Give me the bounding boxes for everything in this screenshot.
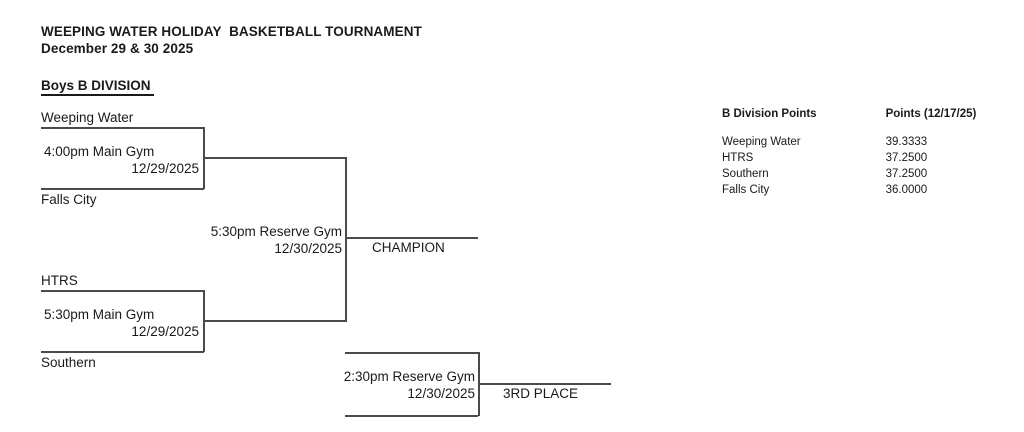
page-title: WEEPING WATER HOLIDAY BASKETBALL TOURNAM… (41, 24, 422, 39)
table-row: Southern 37.2500 (722, 168, 976, 184)
bracket-line-bottom-third-place (345, 415, 478, 417)
tournament-dates: December 29 & 30 2025 (41, 41, 194, 56)
points-row-team: HTRS (722, 152, 754, 164)
points-row-team: Falls City (722, 184, 770, 196)
game-date-third-place: 12/30/2025 (407, 386, 475, 401)
team-label-southern: Southern (41, 355, 96, 370)
points-row-value: 37.2500 (885, 168, 928, 180)
game-venue-third-place: 2:30pm Reserve Gym (343, 369, 475, 384)
team-label-falls-city: Falls City (41, 192, 97, 207)
points-table-header-row: B Division Points Points (12/17/25) (722, 108, 976, 136)
points-table: B Division Points Points (12/17/25) Weep… (722, 108, 976, 200)
table-row: Falls City 36.0000 (722, 184, 976, 200)
division-heading: Boys B DIVISION (41, 78, 155, 96)
table-row: Weeping Water 39.3333 (722, 136, 976, 152)
bracket-advance-line-semifinal-2 (203, 320, 346, 322)
team-label-weeping-water: Weeping Water (41, 110, 134, 125)
team-label-htrs: HTRS (41, 273, 78, 288)
points-table-header-team: B Division Points (722, 108, 817, 120)
outcome-label-champion: CHAMPION (372, 240, 445, 255)
bracket-advance-line-semifinal-1 (203, 157, 346, 159)
points-row-value: 37.2500 (885, 152, 928, 164)
bracket-winner-line-third-place (478, 383, 611, 385)
points-row-value: 36.0000 (885, 184, 928, 196)
points-row-value: 39.3333 (885, 136, 928, 148)
points-row-team: Weeping Water (722, 136, 801, 148)
game-date-championship: 12/30/2025 (274, 241, 342, 256)
game-date-semifinal-2: 12/29/2025 (131, 324, 199, 339)
game-venue-championship: 5:30pm Reserve Gym (210, 224, 342, 239)
points-row-team: Southern (722, 168, 769, 180)
table-row: HTRS 37.2500 (722, 152, 976, 168)
outcome-label-third-place: 3RD PLACE (503, 386, 579, 401)
bracket-connector-championship (345, 157, 347, 322)
bracket-winner-line-championship (345, 237, 478, 239)
game-date-semifinal-1: 12/29/2025 (131, 161, 199, 176)
bracket-line-bottom-seed-2 (41, 351, 204, 353)
bracket-line-top-seed-2 (41, 290, 204, 292)
bracket-line-top-third-place (345, 352, 478, 354)
points-table-header-points: Points (12/17/25) (885, 108, 977, 120)
bracket-line-bottom-seed-1 (41, 188, 204, 190)
bracket-line-top-seed-1 (41, 127, 204, 129)
game-venue-semifinal-1: 4:00pm Main Gym (44, 144, 155, 159)
game-venue-semifinal-2: 5:30pm Main Gym (44, 307, 155, 322)
